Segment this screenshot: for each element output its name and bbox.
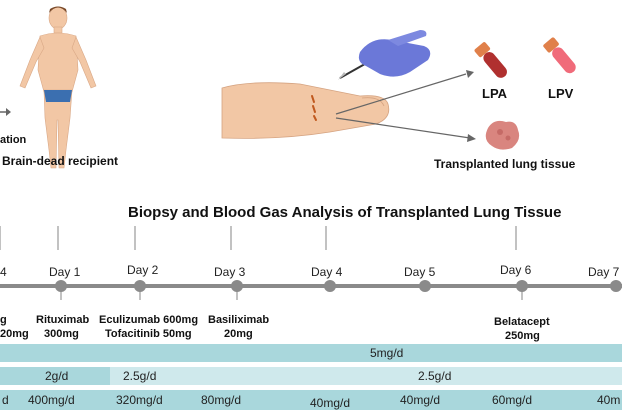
dose-bar-3-text-b: 400mg/d: [28, 393, 75, 407]
dose-bar-1: [0, 344, 622, 362]
timeline-title: Biopsy and Blood Gas Analysis of Transpl…: [128, 204, 562, 221]
day-4-dot: [324, 280, 336, 292]
dose-bar-3: [0, 390, 622, 410]
day-label-7: Day 7: [588, 265, 620, 279]
left-arrow-icon: [0, 108, 11, 116]
dose-bar-2-text-a: 2g/d: [45, 369, 69, 383]
day-label-6: Day 6: [500, 263, 532, 277]
basiliximab-dose: 20mg: [224, 328, 253, 340]
human-body-icon: [19, 6, 97, 169]
dose-bar-2-segment: [0, 367, 110, 385]
lpv-label: LPV: [548, 86, 574, 101]
day-2-dot: [134, 280, 146, 292]
day-7-dot: [610, 280, 622, 292]
day-label-2: Day 2: [127, 263, 159, 277]
day-1-dot: [55, 280, 67, 292]
arrow-to-tissue-icon: [335, 117, 476, 142]
recipient-label: Brain-dead recipient: [2, 154, 119, 168]
day-label-5: Day 5: [404, 265, 436, 279]
dose-bar-3-text-d: 80mg/d: [201, 393, 242, 407]
rituximab-label: Rituximab: [36, 314, 90, 326]
day-5-dot: [419, 280, 431, 292]
gloved-hand-scalpel-icon: [338, 30, 431, 80]
dose-bar-3-text-h: 40m: [597, 393, 621, 407]
lung-tissue-icon: [485, 120, 520, 150]
day-label-1: Day 1: [49, 265, 81, 279]
day-label-0: 4: [0, 265, 7, 279]
tofacitinib-label: Tofacitinib 50mg: [105, 328, 192, 340]
dose-bar-1-text: 5mg/d: [370, 346, 404, 360]
lpa-tube-icon: [474, 42, 507, 78]
dose-bar-2-text-c: 2.5g/d: [418, 369, 452, 383]
lpa-label: LPA: [482, 86, 508, 101]
forearm-icon: [221, 82, 390, 139]
dose-bar-3-text-g: 60mg/d: [492, 393, 533, 407]
tissue-label: Transplanted lung tissue: [434, 157, 576, 171]
drug-left-line1: g: [0, 314, 7, 326]
dose-bar-3-text-f: 40mg/d: [400, 393, 441, 407]
day-label-4: Day 4: [311, 265, 343, 279]
lpv-tube-icon: [543, 37, 576, 74]
day-3-dot: [231, 280, 243, 292]
arrow-to-tubes-icon: [335, 70, 474, 115]
rituximab-dose: 300mg: [44, 328, 79, 340]
dose-bar-2: [0, 367, 622, 385]
dose-bar-3-text-c: 320mg/d: [116, 393, 163, 407]
belatacept-dose: 250mg: [505, 330, 540, 342]
eculizumab-label: Eculizumab 600mg: [99, 314, 199, 326]
dose-bar-2-text-b: 2.5g/d: [123, 369, 157, 383]
dose-bar-3-text-a: d: [2, 393, 9, 407]
drug-left-line2: 20mg: [0, 328, 29, 340]
illustration-layer: [0, 6, 576, 169]
day-6-dot: [516, 280, 528, 292]
cut-off-label: ation: [0, 134, 27, 146]
timeline-axis: [0, 226, 622, 300]
belatacept-label: Belatacept: [494, 316, 550, 328]
basiliximab-label: Basiliximab: [208, 314, 270, 326]
day-label-3: Day 3: [214, 265, 246, 279]
dose-bar-3-text-e: 40mg/d: [310, 396, 351, 410]
